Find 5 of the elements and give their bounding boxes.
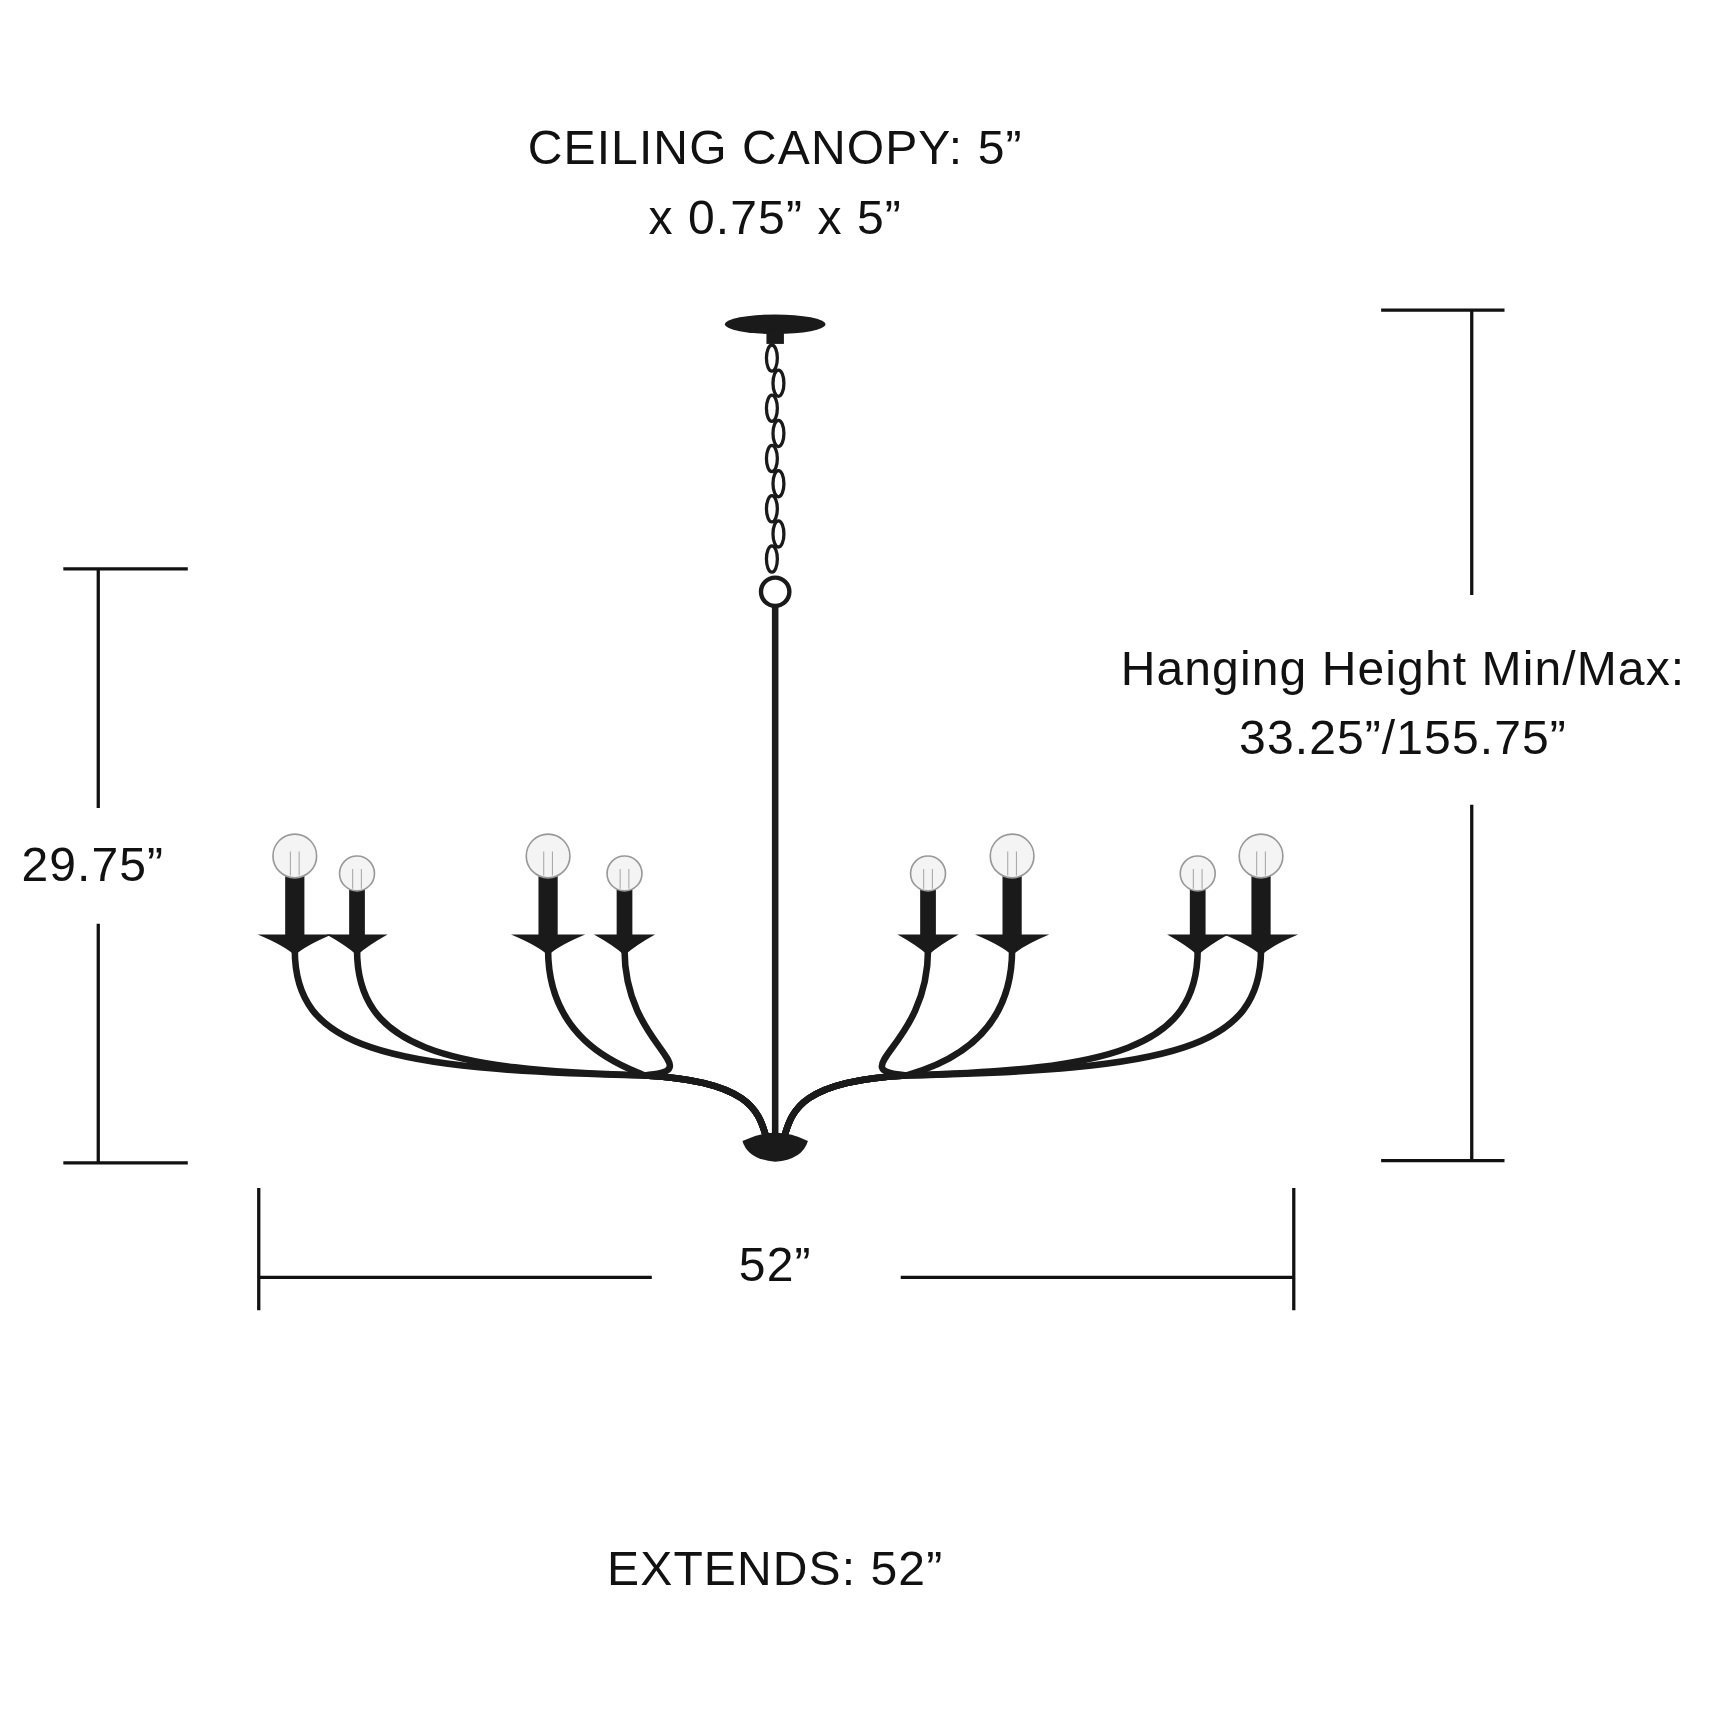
dimension-label: Hanging Height Min/Max: 33.25”/155.75” xyxy=(1119,639,1687,767)
dimension-label: EXTENDS: 52” xyxy=(606,1540,945,1598)
dimension-label: 52” xyxy=(737,1236,813,1293)
dimension-label: CEILING CANOPY: 5” x 0.75” x 5” xyxy=(526,119,1024,246)
dimension-label: 29.75” xyxy=(20,836,166,893)
